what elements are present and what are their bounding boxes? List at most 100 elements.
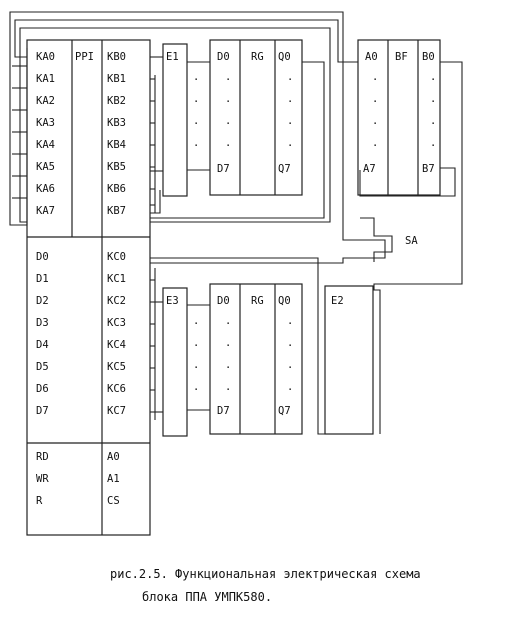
dot: . bbox=[225, 137, 231, 149]
register-bottom: E3 D0 RG Q0 D7 Q7 . . . . . . . . . . . … bbox=[162, 283, 303, 437]
port-b-pin: KB1 bbox=[107, 73, 126, 85]
data-bus-labels: D0 D1 D2 D3 D4 D5 D6 D7 bbox=[36, 251, 49, 417]
dot: . bbox=[287, 137, 293, 149]
data-pin: D3 bbox=[36, 317, 49, 329]
reg-top-q7: Q7 bbox=[278, 163, 291, 175]
port-b-pin: KB5 bbox=[107, 161, 126, 173]
dot: . bbox=[430, 93, 436, 105]
data-pin: D2 bbox=[36, 295, 49, 307]
dot: . bbox=[225, 381, 231, 393]
port-b-pin: KB3 bbox=[107, 117, 126, 129]
reg-top-d0: D0 bbox=[217, 51, 230, 63]
outer-loop-wires bbox=[9, 11, 463, 290]
dot: . bbox=[193, 359, 199, 371]
dot: . bbox=[430, 115, 436, 127]
reg-top-q0: Q0 bbox=[278, 51, 291, 63]
reg-bottom-d7: D7 bbox=[217, 405, 230, 417]
port-c-labels: KC0 KC1 KC2 KC3 KC4 KC5 KC6 KC7 bbox=[107, 251, 126, 417]
port-a-pin: KA0 bbox=[36, 51, 55, 63]
dot: . bbox=[225, 337, 231, 349]
dot: . bbox=[193, 381, 199, 393]
reg-bottom-q7: Q7 bbox=[278, 405, 291, 417]
port-b-pin: KB0 bbox=[107, 51, 126, 63]
port-a-pin: KA4 bbox=[36, 139, 55, 151]
reg-bottom-title: RG bbox=[251, 295, 264, 307]
control-pin: A1 bbox=[107, 473, 120, 485]
buffer-b7: B7 bbox=[422, 163, 435, 175]
dot: . bbox=[430, 137, 436, 149]
ppi-title: PPI bbox=[75, 51, 94, 63]
switch-sa: SA bbox=[360, 217, 418, 262]
register-top: E1 D0 RG Q0 D7 Q7 . . . . . . . . . . . … bbox=[162, 39, 303, 197]
dot: . bbox=[430, 71, 436, 83]
port-c-pin: KC0 bbox=[107, 251, 126, 263]
e2-label: E2 bbox=[331, 295, 344, 307]
dot: . bbox=[372, 93, 378, 105]
dot: . bbox=[193, 93, 199, 105]
buffer-title: BF bbox=[395, 51, 408, 63]
reg-bottom-d0: D0 bbox=[217, 295, 230, 307]
reg-top-d7: D7 bbox=[217, 163, 230, 175]
dot: . bbox=[225, 71, 231, 83]
port-c-pin: KC1 bbox=[107, 273, 126, 285]
dot: . bbox=[193, 137, 199, 149]
enable-e1: E1 bbox=[166, 51, 179, 63]
buffer-a0: A0 bbox=[365, 51, 378, 63]
control-labels: RD WR R A0 A1 CS bbox=[36, 451, 120, 507]
port-c-pin: KC7 bbox=[107, 405, 126, 417]
port-c-pin: KC4 bbox=[107, 339, 126, 351]
data-pin: D5 bbox=[36, 361, 49, 373]
dot: . bbox=[193, 71, 199, 83]
control-pin: R bbox=[36, 495, 43, 507]
port-b-pin: KB6 bbox=[107, 183, 126, 195]
dot: . bbox=[287, 359, 293, 371]
enable-e3: E3 bbox=[166, 295, 179, 307]
dot: . bbox=[287, 71, 293, 83]
dot: . bbox=[193, 315, 199, 327]
dot: . bbox=[193, 115, 199, 127]
data-pin: D4 bbox=[36, 339, 49, 351]
dot: . bbox=[193, 337, 199, 349]
dot: . bbox=[287, 337, 293, 349]
figure-caption-line-1: рис.2.5. Функциональная электрическая сх… bbox=[110, 567, 421, 581]
ppi-chip: PPI KA0 KA1 KA2 KA3 KA4 KA5 KA6 KA7 KB0 … bbox=[26, 39, 151, 536]
dot: . bbox=[225, 115, 231, 127]
reg-bottom-q0: Q0 bbox=[278, 295, 291, 307]
port-c-pin: KC2 bbox=[107, 295, 126, 307]
data-pin: D0 bbox=[36, 251, 49, 263]
dot: . bbox=[225, 359, 231, 371]
control-pin: WR bbox=[36, 473, 49, 485]
port-c-pin: KC6 bbox=[107, 383, 126, 395]
port-a-pin: KA1 bbox=[36, 73, 55, 85]
control-pin: A0 bbox=[107, 451, 120, 463]
port-c-pin: KC5 bbox=[107, 361, 126, 373]
e2-block: E2 bbox=[324, 285, 381, 435]
data-pin: D6 bbox=[36, 383, 49, 395]
buffer-a7: A7 bbox=[363, 163, 376, 175]
port-b-labels: KB0 KB1 KB2 KB3 KB4 KB5 KB6 KB7 bbox=[107, 51, 126, 217]
dot: . bbox=[225, 93, 231, 105]
buffer-bf: A0 BF B0 A7 B7 . . . . . . . . bbox=[357, 39, 441, 196]
dot: . bbox=[287, 381, 293, 393]
control-pin: RD bbox=[36, 451, 49, 463]
dot: . bbox=[225, 315, 231, 327]
port-a-pin: KA7 bbox=[36, 205, 55, 217]
port-a-pin: KA2 bbox=[36, 95, 55, 107]
port-a-pin: KA5 bbox=[36, 161, 55, 173]
dot: . bbox=[287, 315, 293, 327]
port-b-pin: KB2 bbox=[107, 95, 126, 107]
port-b-wires bbox=[150, 56, 163, 213]
port-a-pin: KA3 bbox=[36, 117, 55, 129]
data-pin: D7 bbox=[36, 405, 49, 417]
port-a-stubs bbox=[12, 65, 27, 199]
figure-caption-line-2: блока ППА УМПК580. bbox=[142, 590, 273, 604]
port-a-pin: KA6 bbox=[36, 183, 55, 195]
port-c-pin: KC3 bbox=[107, 317, 126, 329]
dot: . bbox=[372, 137, 378, 149]
port-b-pin: KB7 bbox=[107, 205, 126, 217]
dot: . bbox=[372, 115, 378, 127]
dot: . bbox=[372, 71, 378, 83]
buffer-b0: B0 bbox=[422, 51, 435, 63]
port-a-labels: KA0 KA1 KA2 KA3 KA4 KA5 KA6 KA7 bbox=[36, 51, 55, 217]
